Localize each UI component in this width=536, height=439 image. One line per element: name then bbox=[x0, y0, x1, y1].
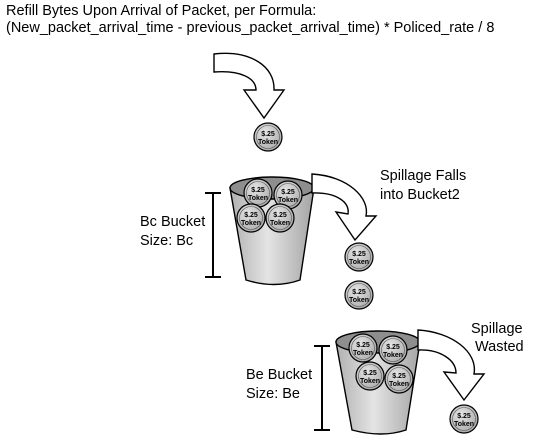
svg-text:Token: Token bbox=[360, 378, 380, 385]
svg-text:Token: Token bbox=[248, 195, 268, 202]
svg-text:$.25: $.25 bbox=[244, 212, 258, 219]
bc-bucket-label: Bc Bucket bbox=[140, 214, 206, 230]
refill-arrow-icon bbox=[213, 52, 286, 120]
spillage-wasted-label: Spillage bbox=[471, 321, 523, 337]
bc-bucket-size: Size: Bc bbox=[140, 233, 194, 249]
svg-text:$.25: $.25 bbox=[261, 131, 275, 138]
svg-text:$.25: $.25 bbox=[352, 251, 366, 258]
be-bucket-label: Be Bucket bbox=[246, 367, 313, 383]
svg-text:$.25: $.25 bbox=[251, 187, 265, 194]
spillage-wasted-label-2: Wasted bbox=[475, 339, 524, 355]
svg-text:$.25: $.25 bbox=[457, 413, 471, 420]
formula-title: Refill Bytes Upon Arrival of Packet, per… bbox=[6, 3, 317, 19]
wasted-arrow-icon bbox=[417, 329, 486, 402]
svg-text:$.25: $.25 bbox=[386, 344, 400, 351]
svg-text:$.25: $.25 bbox=[356, 342, 370, 349]
spillage-arrow-icon bbox=[311, 173, 378, 242]
formula-expression: (New_packet_arrival_time - previous_pack… bbox=[6, 20, 495, 36]
svg-text:$.25: $.25 bbox=[352, 289, 366, 296]
svg-text:$.25: $.25 bbox=[392, 373, 406, 380]
svg-text:Token: Token bbox=[353, 350, 373, 357]
svg-text:Token: Token bbox=[383, 352, 403, 359]
svg-text:Token: Token bbox=[241, 220, 261, 227]
svg-text:Token: Token bbox=[278, 197, 298, 204]
svg-text:Token: Token bbox=[258, 139, 278, 146]
be-size-bracket bbox=[314, 345, 330, 431]
svg-text:Token: Token bbox=[454, 421, 474, 428]
svg-text:Token: Token bbox=[389, 381, 409, 388]
svg-text:Token: Token bbox=[349, 297, 369, 304]
svg-text:Token: Token bbox=[270, 220, 290, 227]
svg-text:$.25: $.25 bbox=[281, 189, 295, 196]
token-icon: $.25 Token bbox=[253, 122, 283, 152]
svg-text:$.25: $.25 bbox=[363, 370, 377, 377]
svg-text:$.25: $.25 bbox=[273, 212, 287, 219]
svg-text:Token: Token bbox=[349, 259, 369, 266]
spillage-falls-label-2: into Bucket2 bbox=[380, 187, 460, 203]
bc-size-bracket bbox=[205, 192, 221, 278]
be-bucket-size: Size: Be bbox=[246, 386, 300, 402]
spillage-falls-label: Spillage Falls bbox=[380, 168, 467, 184]
